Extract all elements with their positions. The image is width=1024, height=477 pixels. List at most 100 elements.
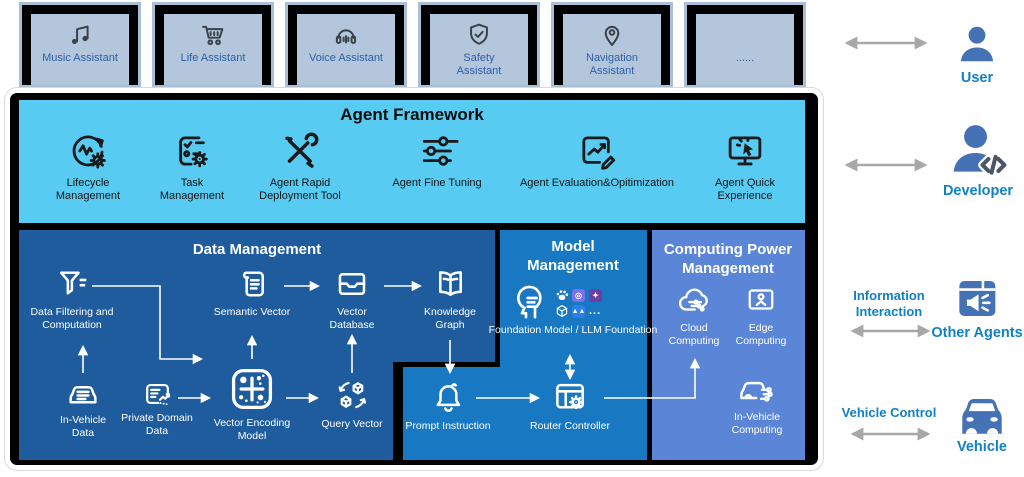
af-item-fine-tuning: Agent Fine Tuning bbox=[392, 128, 482, 190]
node-label: Semantic Vector bbox=[213, 306, 291, 318]
query-cubes-icon bbox=[338, 381, 366, 409]
af-item-label: Agent Quick Experience bbox=[715, 177, 775, 202]
actor-label: Other Agents bbox=[931, 325, 1023, 341]
actor-label: User bbox=[960, 70, 994, 86]
task-list-icon bbox=[179, 136, 208, 168]
af-item-task: Task Management bbox=[149, 128, 235, 203]
data-management-title: Data Management bbox=[192, 241, 322, 258]
node-label: Query Vector bbox=[321, 418, 383, 430]
filter-icon bbox=[59, 271, 87, 295]
assistant-card-more: ...... bbox=[684, 2, 806, 88]
music-note-icon bbox=[71, 25, 89, 44]
computing-power-box bbox=[652, 230, 805, 460]
node-label: Router Controller bbox=[530, 420, 610, 432]
foundation-model-icons: ◎ ✦ ▲▲ ... bbox=[508, 283, 604, 323]
data-card-icon bbox=[145, 383, 170, 406]
assistant-card-voice: Voice Assistant bbox=[285, 2, 407, 88]
ai-head-icon bbox=[517, 285, 542, 319]
vehicle-icon bbox=[962, 399, 1002, 434]
af-item-label: Task Management bbox=[159, 177, 225, 202]
actor-label: Vehicle bbox=[957, 439, 1007, 455]
assistant-label: Navigation Assistant bbox=[586, 52, 638, 77]
node-label: Data Filtering and Computation bbox=[30, 306, 114, 331]
information-interaction-label: Information Interaction bbox=[853, 288, 925, 319]
actor-developer: Developer bbox=[943, 118, 1013, 199]
map-pin-icon bbox=[604, 25, 620, 47]
model-management-box bbox=[403, 367, 503, 460]
assistant-card-navigation: Navigation Assistant bbox=[551, 2, 673, 88]
sliders-icon bbox=[422, 136, 458, 166]
actor-other-agents: Other Agents bbox=[931, 274, 1023, 341]
assistant-card-life: Life Assistant bbox=[152, 2, 274, 88]
developer-icon bbox=[953, 125, 1009, 177]
node-label: In-Vehicle Data bbox=[59, 414, 107, 439]
bell-icon bbox=[436, 383, 460, 412]
node-label: Vector Database bbox=[329, 306, 375, 331]
node-knowledge-graph: Knowledge Graph bbox=[413, 266, 488, 331]
llm-logo-more: ... bbox=[589, 305, 602, 317]
node-cloud-computing: Cloud Computing bbox=[659, 284, 729, 347]
node-label: Private Domain Data bbox=[121, 412, 193, 437]
router-window-icon bbox=[556, 383, 584, 410]
model-management-title: Model Management bbox=[527, 238, 619, 274]
open-book-icon bbox=[438, 271, 462, 296]
node-foundation-model: Foundation Model / LLM Foundation bbox=[488, 324, 658, 337]
af-item-label: Agent Evaluation&Opitimization bbox=[519, 177, 675, 189]
af-item-evaluation: Agent Evaluation&Opitimization bbox=[520, 128, 674, 190]
shopping-cart-icon bbox=[202, 25, 224, 46]
lifecycle-icon bbox=[72, 135, 106, 169]
actor-label: Developer bbox=[942, 183, 1014, 199]
node-label: In-Vehicle Computing bbox=[731, 411, 783, 436]
llm-logo-chart-icon: ▲▲ bbox=[572, 304, 585, 318]
car-computing-icon bbox=[740, 381, 773, 402]
af-item-quick-experience: Agent Quick Experience bbox=[697, 128, 793, 203]
crossed-tools-icon bbox=[285, 132, 319, 168]
assistant-label: Voice Assistant bbox=[309, 52, 383, 64]
node-in-vehicle-data: In-Vehicle Data bbox=[52, 376, 114, 439]
af-item-label: Agent Fine Tuning bbox=[392, 177, 482, 189]
node-vector-encoding-model: Vector Encoding Model bbox=[202, 363, 302, 442]
llm-logo-cube-icon bbox=[556, 305, 568, 317]
node-query-vector: Query Vector bbox=[321, 376, 383, 431]
headset-icon bbox=[335, 29, 357, 44]
cloud-computing-icon bbox=[678, 288, 708, 312]
af-item-label: Lifecycle Management bbox=[55, 177, 121, 202]
inbox-icon bbox=[338, 272, 366, 296]
user-icon bbox=[960, 26, 994, 62]
assistant-label: Life Assistant bbox=[180, 52, 246, 64]
node-data-filtering: Data Filtering and Computation bbox=[20, 266, 125, 331]
actor-vehicle: Vehicle bbox=[955, 389, 1009, 455]
actor-user: User bbox=[954, 21, 1000, 86]
node-vector-database: Vector Database bbox=[322, 266, 382, 331]
scroll-icon bbox=[243, 271, 265, 297]
assistant-card-safety: Safety Assistant bbox=[418, 2, 540, 88]
other-agents-icon bbox=[959, 281, 995, 316]
llm-logo-purple-icon: ◎ bbox=[572, 288, 585, 302]
af-item-lifecycle: Lifecycle Management bbox=[47, 128, 129, 203]
llm-logo-paw-icon bbox=[556, 290, 569, 300]
agent-framework-box bbox=[19, 100, 805, 223]
assistant-card-music: Music Assistant bbox=[19, 2, 141, 88]
node-label: Cloud Computing bbox=[668, 322, 720, 347]
model-management-box bbox=[500, 230, 647, 460]
vector-matrix-icon bbox=[231, 368, 273, 410]
agent-framework-title: Agent Framework bbox=[340, 105, 484, 124]
assistant-label: ...... bbox=[735, 52, 755, 64]
node-label: Foundation Model / LLM Foundation bbox=[488, 324, 658, 336]
af-item-label: Agent Rapid Deployment Tool bbox=[259, 177, 341, 202]
shield-check-icon bbox=[470, 23, 488, 45]
node-label: Edge Computing bbox=[735, 322, 787, 347]
node-label: Vector Encoding Model bbox=[213, 417, 291, 442]
computing-power-title: Computing Power Management bbox=[663, 241, 793, 277]
node-label: Knowledge Graph bbox=[424, 306, 476, 331]
assistant-label: Safety Assistant bbox=[456, 52, 502, 77]
node-label: Prompt Instruction bbox=[405, 420, 491, 432]
node-private-domain-data: Private Domain Data bbox=[111, 380, 203, 437]
assistant-label: Music Assistant bbox=[42, 52, 118, 64]
monitor-cursor-icon bbox=[728, 136, 762, 166]
af-item-deployment: Agent Rapid Deployment Tool bbox=[244, 128, 356, 203]
node-router-controller: Router Controller bbox=[530, 378, 610, 433]
car-data-icon bbox=[69, 386, 97, 404]
node-prompt-instruction: Prompt Instruction bbox=[405, 378, 491, 433]
